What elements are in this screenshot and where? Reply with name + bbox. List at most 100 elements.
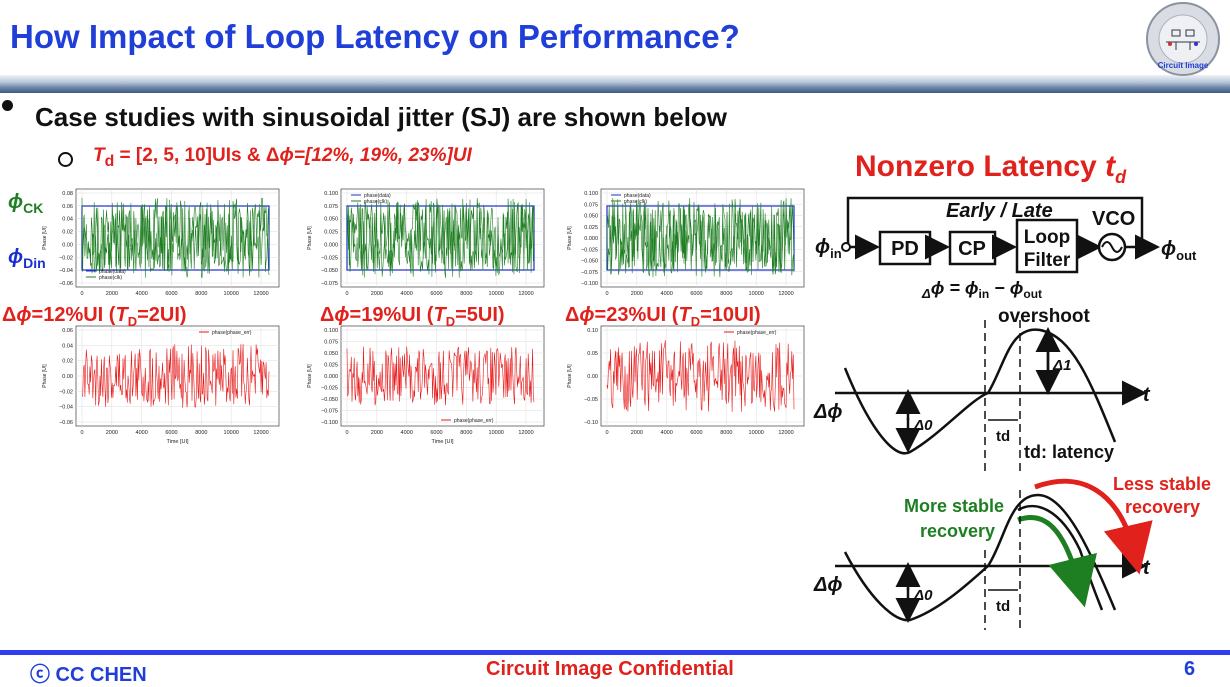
t-axis-label: t	[1143, 384, 1151, 406]
top-plot-2-ytick: 0.000	[324, 242, 338, 248]
delta1-label: Δ1	[1052, 357, 1071, 374]
td-label: td	[996, 428, 1010, 445]
bottom-plot-3-xtick: 10000	[749, 430, 764, 436]
footer-author: ⓒ CC CHEN	[30, 664, 147, 686]
delta-phi-axis-label: Δϕ	[813, 401, 843, 423]
top-plot-1-trace	[81, 202, 270, 274]
top-plot-2-ytick: 0.100	[324, 191, 338, 197]
bottom-plot-2-ylabel: Phase [UI]	[307, 364, 313, 388]
loop-label: Loop	[1024, 227, 1070, 248]
sub-bullet-marker	[58, 152, 73, 167]
top-plot-2-xtick: 2000	[371, 291, 383, 297]
bottom-plot-3-xtick: 2000	[631, 430, 643, 436]
bottom-plot-2-ytick: −0.075	[321, 409, 338, 415]
top-plot-3-ytick: 0.100	[584, 191, 598, 197]
top-plot-1-xtick: 8000	[195, 291, 207, 297]
top-plot-1-ytick: −0.04	[59, 268, 73, 274]
phi-in-label: ϕin	[815, 236, 842, 261]
top-plot-2-xtick: 4000	[401, 291, 413, 297]
pd-block	[878, 230, 932, 266]
more-stable-arrow	[1017, 515, 1097, 608]
bottom-plot-1-ytick: −0.02	[59, 389, 73, 395]
bottom-plot-3-ytick: 0.00	[587, 374, 598, 380]
bullet-dot	[2, 100, 13, 111]
logo-text: Circuit Image	[1158, 61, 1209, 70]
circuit-image-logo: Circuit Image	[1146, 2, 1220, 76]
top-plot-1-xtick: 12000	[253, 291, 268, 297]
bottom-plot-2-ytick: −0.025	[321, 386, 338, 392]
bottom-plot-2-ytick: −0.100	[321, 420, 338, 426]
bottom-plot-1-ylabel: Phase [UI]	[42, 364, 48, 388]
top-plot-3-ytick: −0.100	[581, 281, 598, 287]
bottom-plot-1-xtick: 4000	[136, 430, 148, 436]
bottom-plot-1-ytick: 0.04	[62, 343, 73, 349]
bullet-text: Case studies with sinusoidal jitter (SJ)…	[35, 102, 728, 132]
cp-label: CP	[958, 238, 986, 260]
sub-bullet-part2: =[12%, 19%, 23%]UI	[293, 145, 472, 166]
top-plot-2-xtick: 0	[345, 291, 348, 297]
bottom-plot-1-xtick: 0	[80, 430, 83, 436]
bottom-plot-3-xtick: 8000	[720, 430, 732, 436]
footer-confidential: Circuit Image Confidential	[486, 658, 734, 680]
top-plot-3-ylabel: Phase [UI]	[567, 226, 573, 250]
sub-bullet-text: Td = [2, 5, 10]UIs & Δϕ=[12%, 19%, 23%]U…	[93, 145, 472, 171]
bottom-plot-1-xtick: 12000	[253, 430, 268, 436]
top-plot-2: 0.1000.0750.0500.0250.000−0.025−0.050−0.…	[307, 188, 545, 297]
td-subscript: d	[104, 152, 115, 170]
top-plot-3-xtick: 12000	[778, 291, 793, 297]
top-plot-2-ylabel: Phase [UI]	[307, 226, 313, 250]
bottom-plot-1-xtick: 10000	[224, 430, 239, 436]
top-plot-1-ytick: −0.06	[59, 281, 73, 287]
bottom-plot-1-ytick: −0.04	[59, 405, 73, 411]
td-label-b: td	[996, 598, 1010, 615]
phi-symbol: ϕ	[279, 145, 294, 166]
bottom-plot-2-ytick: −0.050	[321, 397, 338, 403]
bottom-plot-3-ytick: −0.05	[584, 397, 598, 403]
bottom-plot-3-xtick: 0	[605, 430, 608, 436]
bottom-plot-2-ytick: 0.025	[324, 363, 338, 369]
filter-label: Filter	[1024, 250, 1071, 271]
top-plot-1-ytick: 0.04	[62, 217, 73, 223]
title-divider-bar	[0, 75, 1230, 93]
top-plot-2-ytick: 0.025	[324, 230, 338, 236]
page-title: How Impact of Loop Latency on Performanc…	[10, 18, 740, 55]
bottom-plot-3-trace	[606, 340, 795, 412]
top-plot-3-xtick: 4000	[661, 291, 673, 297]
top-plot-2-ytick: −0.025	[321, 255, 338, 261]
bottom-plot-3-legend: phase(phase_err)	[737, 330, 777, 336]
top-plot-2-legend: phase(data)	[364, 193, 391, 199]
top-plot-3-xtick: 10000	[749, 291, 764, 297]
top-plot-1-legend: phase(data)	[99, 269, 126, 275]
overshoot-label: overshoot	[998, 306, 1091, 327]
top-plot-2-xtick: 10000	[489, 291, 504, 297]
bottom-plot-1-legend: phase(phase_err)	[212, 330, 252, 336]
bottom-plot-2-xlabel: Time [UI]	[431, 439, 454, 445]
bottom-plot-2-xtick: 4000	[401, 430, 413, 436]
bottom-plot-2-ytick: 0.000	[324, 374, 338, 380]
page-number: 6	[1184, 658, 1196, 680]
top-plot-2-xtick: 8000	[460, 291, 472, 297]
waveform-less-stable	[843, 493, 1117, 622]
caption-2: Δϕ=19%UI (TD=5UI)	[320, 304, 505, 329]
nonzero-latency-title: Nonzero Latency td	[855, 150, 1127, 187]
top-plot-3-legend: phase(data)	[624, 193, 651, 199]
bottom-plot-1-xtick: 6000	[165, 430, 177, 436]
bottom-plot-2-trace	[346, 346, 535, 406]
top-plot-1-ylabel: Phase [UI]	[42, 226, 48, 250]
loop-filter-block	[1015, 218, 1079, 274]
top-plot-2-xtick: 6000	[430, 291, 442, 297]
top-plot-2-ytick: −0.050	[321, 268, 338, 274]
phi-din-label: ϕDin	[8, 246, 46, 271]
top-plot-1-xtick: 2000	[106, 291, 118, 297]
feedback-path	[846, 196, 1144, 247]
top-plot-3-ytick: −0.050	[581, 259, 598, 265]
delta-phi-axis-label-b: Δϕ	[813, 574, 843, 596]
bottom-plot-3-xtick: 6000	[690, 430, 702, 436]
bottom-plot-3-ytick: 0.05	[587, 351, 598, 357]
top-plot-3-ytick: 0.050	[584, 214, 598, 220]
caption-1: Δϕ=12%UI (TD=2UI)	[2, 304, 187, 329]
bottom-plot-1-ytick: 0.00	[62, 374, 73, 380]
bottom-plot-2-xtick: 0	[345, 430, 348, 436]
